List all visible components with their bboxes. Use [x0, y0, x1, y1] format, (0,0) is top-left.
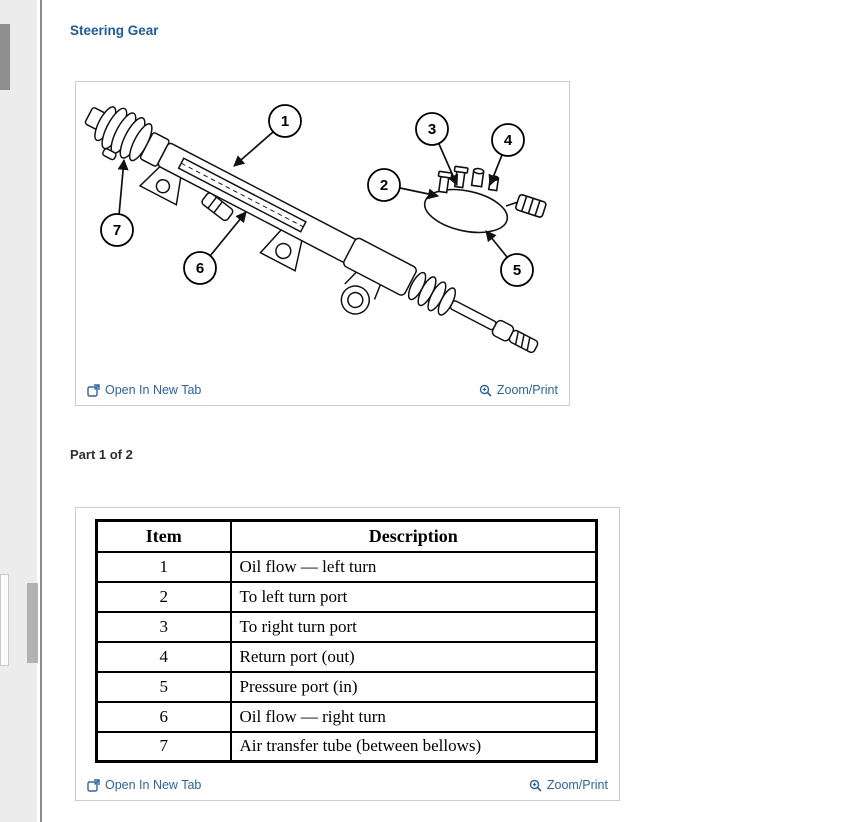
scrollbar-thumb[interactable]: [0, 24, 10, 90]
item-cell: 7: [95, 730, 232, 763]
open-in-new-tab-link[interactable]: Open In New Tab: [87, 383, 201, 397]
callout-label: 1: [281, 113, 289, 130]
callout-arrows: [117, 131, 508, 258]
table-row: 6 Oil flow — right turn: [95, 700, 598, 733]
steering-gear-diagram: 1 2 3 4 5 6 7: [84, 104, 547, 354]
part-label: Part 1 of 2: [70, 447, 133, 462]
description-cell: Oil flow — right turn: [229, 700, 598, 733]
description-cell: Return port (out): [229, 640, 598, 673]
panel-notch: [0, 574, 9, 666]
table-row: 5 Pressure port (in): [95, 670, 598, 703]
callout-label: 2: [380, 177, 388, 194]
left-panel: [0, 0, 37, 822]
item-cell: 3: [95, 610, 232, 643]
zoom-icon: [479, 384, 492, 397]
item-cell: 1: [95, 550, 232, 583]
parts-table: Item Description 1 Oil flow — left turn …: [95, 519, 598, 763]
description-cell: To left turn port: [229, 580, 598, 613]
zoom-print-link[interactable]: Zoom/Print: [529, 778, 608, 792]
open-in-new-tab-icon: [87, 383, 100, 397]
callout-label: 3: [428, 121, 436, 138]
description-cell: Pressure port (in): [229, 670, 598, 703]
zoom-icon: [529, 779, 542, 792]
callout-label: 7: [113, 222, 121, 239]
zoom-print-link[interactable]: Zoom/Print: [479, 383, 558, 397]
description-cell: Oil flow — left turn: [229, 550, 598, 583]
table-row: 2 To left turn port: [95, 580, 598, 613]
scrollbar-thumb[interactable]: [27, 583, 38, 663]
table-row: 3 To right turn port: [95, 610, 598, 643]
open-in-new-tab-label: Open In New Tab: [105, 383, 202, 397]
item-cell: 4: [95, 640, 232, 673]
callout-label: 4: [504, 132, 513, 149]
table-row: 4 Return port (out): [95, 640, 598, 673]
table-row: 1 Oil flow — left turn: [95, 550, 598, 583]
callout-label: 6: [196, 260, 204, 277]
figure-card-footer: Open In New Tab Zoom/Print: [76, 375, 569, 405]
open-in-new-tab-icon: [87, 778, 100, 792]
figure-card: 1 2 3 4 5 6 7 Open In New Tab Zoom: [75, 81, 570, 406]
description-cell: Air transfer tube (between bellows): [229, 730, 598, 763]
page-title: Steering Gear: [70, 23, 159, 38]
item-cell: 6: [95, 700, 232, 733]
table-header-description: Description: [229, 519, 598, 553]
table-header-row: Item Description: [95, 519, 598, 553]
table-card: Item Description 1 Oil flow — left turn …: [75, 507, 620, 801]
item-cell: 5: [95, 670, 232, 703]
zoom-print-label: Zoom/Print: [546, 778, 608, 792]
item-cell: 2: [95, 580, 232, 613]
table-header-item: Item: [95, 519, 232, 553]
zoom-print-label: Zoom/Print: [496, 383, 558, 397]
description-cell: To right turn port: [229, 610, 598, 643]
table-row: 7 Air transfer tube (between bellows): [95, 730, 598, 763]
panel-divider: [40, 0, 42, 822]
open-in-new-tab-label: Open In New Tab: [105, 778, 202, 792]
table-card-footer: Open In New Tab Zoom/Print: [76, 770, 619, 800]
callout-label: 5: [513, 262, 521, 279]
open-in-new-tab-link[interactable]: Open In New Tab: [87, 778, 201, 792]
